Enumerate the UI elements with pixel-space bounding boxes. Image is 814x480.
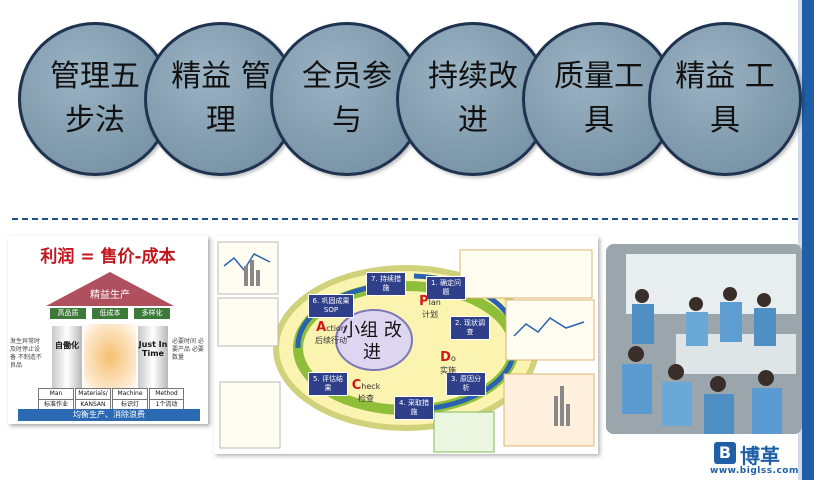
step-4-measures: 4. 采取措施	[394, 396, 434, 420]
logo-mark-icon: B	[714, 442, 736, 464]
pdca-cycle-graphic	[217, 241, 595, 453]
right-edge-accent	[798, 0, 802, 480]
note-right: 必要时间 必要产品 必要数量	[172, 338, 204, 361]
house-footer: 均衡生产、消除浪费	[18, 409, 200, 421]
note-left: 发生异常时 及时停止设备 不制造不良品	[10, 338, 42, 369]
step-2-survey: 2. 现状调查	[450, 316, 490, 340]
roof-label: 精益生产	[90, 290, 130, 301]
circle-lean-tools: 精益 工具	[648, 22, 802, 176]
step-6-sop: 6. 巩固成果 SOP	[308, 294, 354, 318]
step-3-analysis: 3. 原因分析	[446, 372, 486, 396]
circle-full-participation: 全员参与	[270, 22, 424, 176]
house-roof	[46, 272, 174, 306]
tag-low-cost: 低成本	[92, 308, 128, 319]
tag-high-quality: 高品质	[50, 308, 86, 319]
pillar-jit: Just In Time	[138, 326, 168, 388]
house-base: Man Materials/物料 Machine Method 标准作业 KAN…	[38, 388, 184, 411]
dashed-divider	[12, 218, 798, 220]
circle-quality-tools: 质量工具	[522, 22, 676, 176]
step-7-continue: 7. 持续措施	[366, 272, 406, 296]
logo-name: 博革	[740, 444, 780, 468]
step-1-define: 1. 确定问题	[426, 276, 466, 300]
team-meeting-photo	[606, 244, 802, 434]
small-group-improvement: 小组 改进	[342, 320, 402, 363]
logo-url: www.biglss.com	[710, 466, 799, 476]
pdca-diagram: 小组 改进 7. 持续措施 1. 确定问题 2. 现状调查 3. 原因分析 4.…	[214, 236, 598, 454]
right-edge-bar	[802, 0, 814, 480]
house-center	[84, 324, 136, 390]
step-5-evaluate: 5. 评估结果	[308, 372, 348, 396]
team-meeting-illustration	[606, 244, 802, 434]
profit-formula: 利润 = 售价-成本	[40, 247, 176, 267]
lean-house-panel: 利润 = 售价-成本 精益生产 高品质 低成本 多样化 发生异常时 及时停止设备…	[8, 236, 208, 424]
concept-circles: 管理五步法 精益 管理 全员参与 持续改进 质量工具 精益 工具	[18, 22, 808, 182]
company-logo: B 博革 www.biglss.com	[710, 440, 802, 476]
pillar-jidoka: 自働化	[52, 326, 82, 388]
tag-variety: 多样化	[134, 308, 170, 319]
